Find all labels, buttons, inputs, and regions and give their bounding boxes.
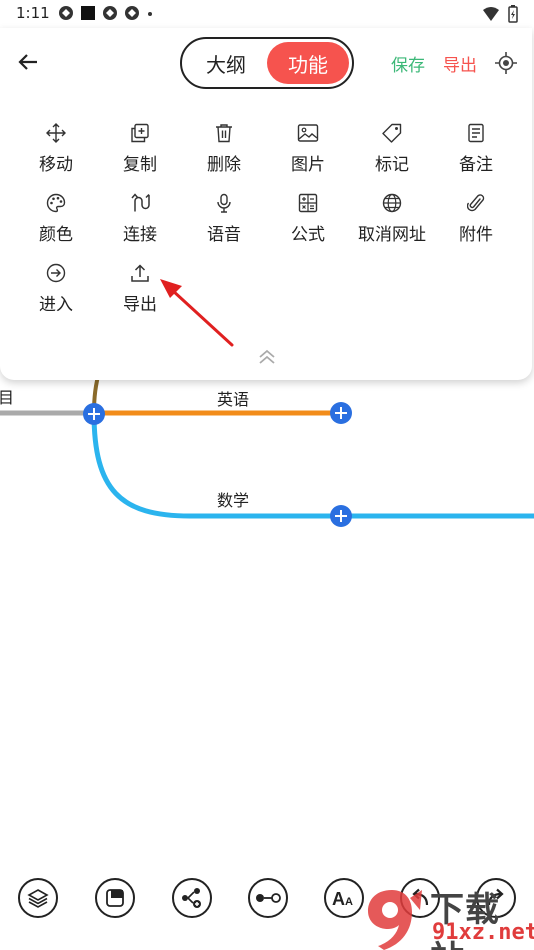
- parent-node-label[interactable]: 科目: [0, 388, 15, 407]
- app-notification-icon: [81, 6, 95, 20]
- tool-label: 标记: [375, 155, 409, 175]
- tool-label: 图片: [291, 155, 325, 175]
- redo-button[interactable]: [476, 878, 516, 918]
- tool-copy[interactable]: 复制: [98, 120, 182, 180]
- tool-mark[interactable]: 标记: [350, 120, 434, 180]
- arrow-left-icon: [18, 54, 37, 70]
- tool-move[interactable]: 移动: [14, 120, 98, 180]
- tool-label: 进入: [39, 295, 73, 315]
- system-icons: [482, 5, 518, 23]
- tool-label: 备注: [459, 155, 493, 175]
- tool-attachment[interactable]: 附件: [434, 190, 518, 250]
- expand-node-button[interactable]: [330, 505, 352, 527]
- wifi-icon: [483, 7, 499, 21]
- chevron-double-up-icon: [259, 349, 275, 364]
- function-panel: 大纲 功能 保存 导出 移动 复制 删除 图片 标记: [0, 28, 532, 380]
- tool-label: 连接: [123, 225, 157, 245]
- watermark-logo-icon: [368, 890, 422, 950]
- mic-icon: [217, 193, 231, 213]
- tool-label: 附件: [459, 225, 493, 245]
- layers-button[interactable]: [18, 878, 58, 918]
- locate-icon: [495, 52, 517, 74]
- redo-icon: [487, 888, 504, 906]
- tab-outline[interactable]: 大纲: [206, 52, 246, 77]
- math-branch-line: [91, 412, 534, 519]
- tool-label: 复制: [123, 155, 157, 175]
- app-notification-icon: [103, 6, 117, 20]
- tag-icon: [382, 123, 402, 143]
- tool-remove-url[interactable]: 取消网址: [350, 190, 434, 250]
- relation-line-button[interactable]: [248, 878, 288, 918]
- svg-text:A: A: [332, 889, 345, 908]
- layers-icon: [27, 889, 49, 908]
- app-notification-icon: [59, 6, 73, 20]
- copy-icon: [131, 123, 149, 143]
- more-dot-icon: [148, 12, 152, 16]
- add-node-button[interactable]: [172, 878, 212, 918]
- layout-icon: [106, 889, 124, 907]
- mindmap-add-icon: [182, 888, 201, 908]
- export-button[interactable]: 导出: [443, 56, 477, 76]
- back-button[interactable]: [14, 48, 42, 76]
- tool-voice[interactable]: 语音: [182, 190, 266, 250]
- tool-export[interactable]: 导出: [98, 260, 182, 320]
- tool-note[interactable]: 备注: [434, 120, 518, 180]
- app-notification-icon: [125, 6, 139, 20]
- tool-label: 颜色: [39, 225, 73, 245]
- watermark-cn-text: 下载站: [430, 890, 500, 950]
- tool-formula[interactable]: 公式: [266, 190, 350, 250]
- tool-label: 移动: [39, 155, 73, 175]
- connect-icon: [131, 193, 150, 212]
- expand-node-button[interactable]: [83, 403, 105, 425]
- watermark-en-text: 91xz.net: [432, 920, 534, 945]
- status-bar: 1:11: [0, 0, 534, 28]
- tool-label: 取消网址: [358, 225, 426, 245]
- tool-label: 删除: [207, 155, 241, 175]
- trash-icon: [216, 124, 232, 143]
- globe-icon: [382, 193, 402, 213]
- tool-connect[interactable]: 连接: [98, 190, 182, 250]
- notification-icons: [58, 5, 154, 21]
- mode-switch: 大纲 功能: [180, 37, 354, 89]
- battery-icon: [508, 5, 518, 23]
- collapse-panel-button[interactable]: [255, 348, 279, 366]
- annotation-arrow: [160, 279, 234, 347]
- tool-label: 语音: [207, 225, 241, 245]
- node-label-math[interactable]: 数学: [217, 491, 250, 510]
- paperclip-icon: [467, 194, 485, 212]
- watermark: 下载站 91xz.net: [362, 884, 534, 950]
- tool-label: 公式: [291, 225, 325, 245]
- node-label-english[interactable]: 英语: [217, 390, 250, 409]
- formula-icon: [298, 193, 318, 213]
- move-icon: [46, 123, 66, 143]
- status-time: 1:11: [16, 4, 50, 22]
- palette-icon: [46, 193, 66, 213]
- expand-node-button[interactable]: [330, 402, 352, 424]
- svg-text:A: A: [345, 896, 353, 908]
- tool-delete[interactable]: 删除: [182, 120, 266, 180]
- note-icon: [468, 123, 484, 143]
- save-button[interactable]: 保存: [391, 56, 425, 76]
- image-icon: [297, 124, 319, 142]
- tool-color[interactable]: 颜色: [14, 190, 98, 250]
- upload-icon: [131, 264, 149, 282]
- locate-button[interactable]: [494, 51, 518, 75]
- tool-image[interactable]: 图片: [266, 120, 350, 180]
- tool-label: 导出: [123, 295, 157, 315]
- relation-line-icon: [256, 893, 281, 903]
- tool-enter[interactable]: 进入: [14, 260, 98, 320]
- tab-function[interactable]: 功能: [267, 42, 349, 84]
- enter-icon: [46, 263, 66, 283]
- layout-button[interactable]: [95, 878, 135, 918]
